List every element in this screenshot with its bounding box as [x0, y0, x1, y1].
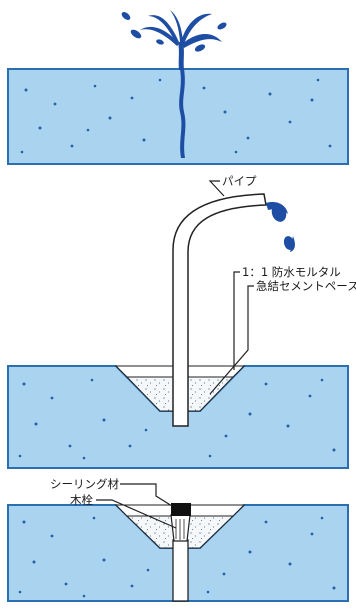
water-spray — [121, 10, 227, 52]
water-crack — [179, 69, 186, 158]
label-wood-plug: 木栓 — [70, 493, 93, 507]
water-jet-stem — [178, 42, 184, 70]
leader-sealing — [120, 483, 173, 507]
label-sealing: シーリング材 — [50, 477, 119, 491]
sealing-cap — [171, 503, 191, 516]
label-cement-paste: 急結セメントペースト — [256, 279, 356, 293]
pipe-water — [266, 202, 295, 252]
leader-pipe — [208, 180, 225, 197]
leader-cement-paste — [209, 285, 254, 395]
pipe-hole — [172, 539, 189, 602]
panel-plug: シーリング材 木栓 — [7, 477, 349, 602]
concrete-slab-1 — [7, 68, 349, 165]
panel-pipe: パイプ 1：1 防水モルタル 急結セメントペースト — [7, 174, 356, 469]
concrete-dots-3 — [18, 516, 336, 598]
wood-plug — [170, 514, 191, 542]
label-pipe: パイプ — [222, 174, 257, 188]
label-mortar: 1：1 防水モルタル — [242, 265, 341, 279]
leader-wood-plug — [96, 499, 177, 529]
concrete-dots-2 — [18, 378, 336, 460]
panel-leak — [7, 10, 349, 165]
leader-mortar — [233, 271, 240, 370]
drain-pipe — [172, 193, 267, 427]
concrete-dots-1 — [20, 78, 332, 154]
